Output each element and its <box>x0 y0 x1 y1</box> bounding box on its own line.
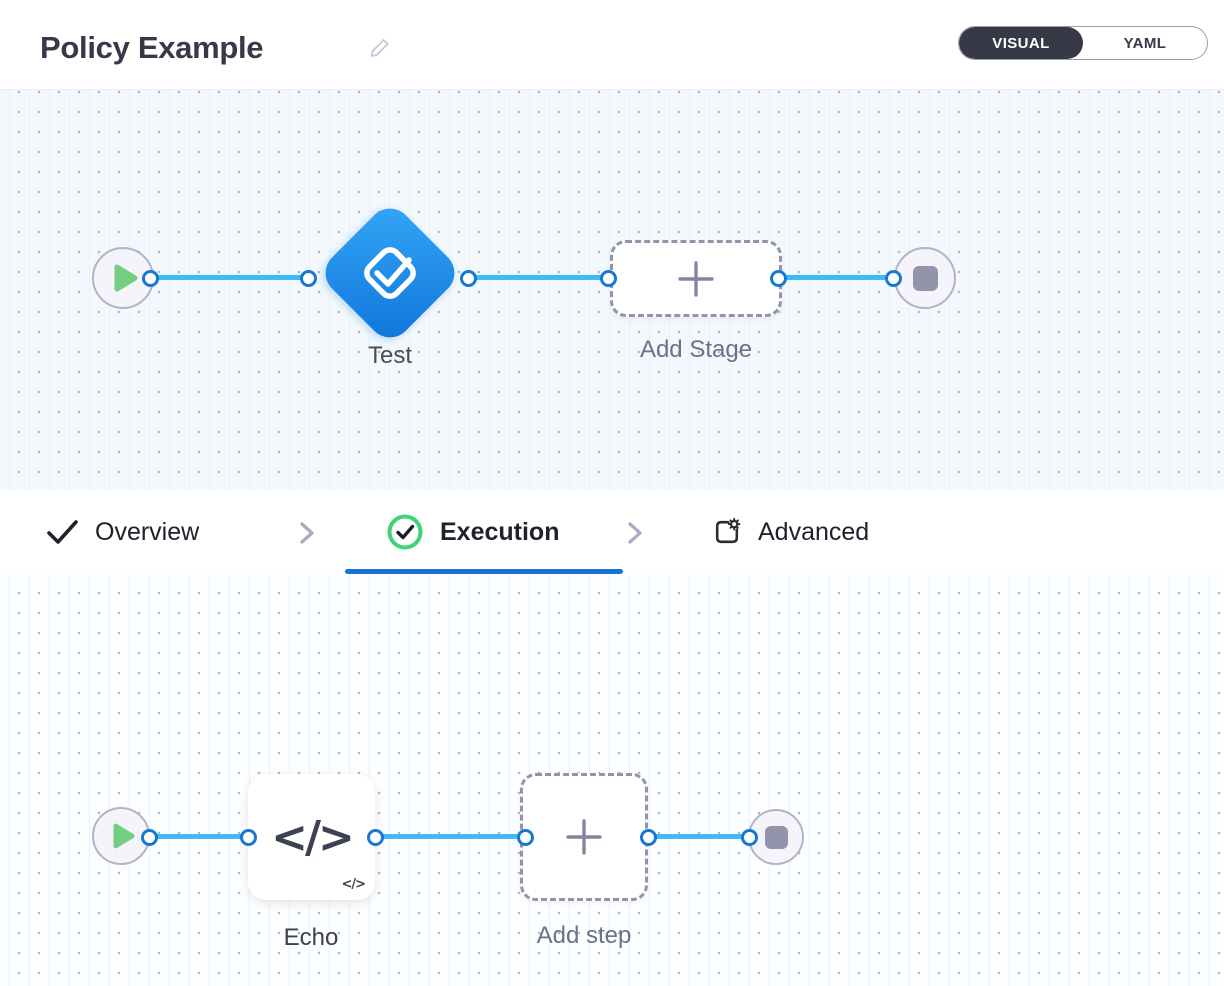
add-step-button[interactable] <box>520 773 648 901</box>
connector-line <box>468 275 608 280</box>
stop-icon <box>912 265 938 291</box>
step-canvas[interactable]: </> </> Echo Add step <box>0 574 1224 986</box>
view-mode-toggle: VISUAL YAML <box>958 26 1208 60</box>
connector-port[interactable] <box>770 270 787 287</box>
settings-panel-icon <box>712 517 742 547</box>
tab-label: Overview <box>95 517 200 546</box>
connector-line <box>648 834 750 839</box>
connector-port[interactable] <box>300 270 317 287</box>
code-icon: </> <box>271 811 355 863</box>
tab-advanced[interactable]: Advanced <box>712 490 869 574</box>
visual-toggle-button[interactable]: VISUAL <box>959 27 1083 59</box>
connector-port[interactable] <box>141 829 158 846</box>
connector-line <box>778 275 893 280</box>
edit-title-icon[interactable] <box>368 36 392 65</box>
stage-tabbar: Overview Execution <box>0 490 1224 574</box>
connector-port[interactable] <box>517 829 534 846</box>
stop-icon <box>764 825 788 849</box>
stage-label: Test <box>367 342 412 369</box>
yaml-toggle-button[interactable]: YAML <box>1083 27 1207 59</box>
connector-port[interactable] <box>367 829 384 846</box>
tab-label: Execution <box>440 517 560 546</box>
chevron-right-icon <box>299 521 315 550</box>
add-step-label: Add step <box>536 922 632 949</box>
pipeline-end-node[interactable] <box>894 247 956 309</box>
plus-icon <box>563 816 605 858</box>
header: Policy Example VISUAL YAML <box>0 0 1224 90</box>
chevron-right-icon <box>627 521 643 550</box>
play-icon <box>112 823 135 849</box>
connector-port[interactable] <box>142 270 159 287</box>
add-stage-button[interactable] <box>610 240 782 317</box>
page-title: Policy Example <box>40 30 264 65</box>
stage-canvas[interactable]: Test Add Stage <box>0 90 1224 490</box>
connector-port[interactable] <box>460 270 477 287</box>
tab-execution[interactable]: Execution <box>386 490 559 574</box>
tab-label: Advanced <box>758 517 870 546</box>
add-stage-label: Add Stage <box>639 336 753 363</box>
step-label: Echo <box>283 924 339 951</box>
connector-port[interactable] <box>885 270 902 287</box>
connector-port[interactable] <box>741 829 758 846</box>
play-icon <box>114 264 138 292</box>
connector-line <box>150 275 308 280</box>
check-circle-icon <box>386 513 424 551</box>
connector-line <box>375 834 525 839</box>
code-badge-icon: </> <box>341 877 366 892</box>
tab-overview[interactable]: Overview <box>46 490 199 574</box>
connector-port[interactable] <box>600 270 617 287</box>
active-tab-indicator <box>345 569 623 574</box>
connector-port[interactable] <box>240 829 257 846</box>
check-icon <box>46 519 79 545</box>
stage-node-test[interactable] <box>316 199 464 347</box>
execution-start-node[interactable] <box>92 807 150 865</box>
step-node-echo[interactable]: </> </> <box>248 774 375 900</box>
connector-line <box>149 834 249 839</box>
connector-port[interactable] <box>640 829 657 846</box>
plus-icon <box>675 258 717 300</box>
